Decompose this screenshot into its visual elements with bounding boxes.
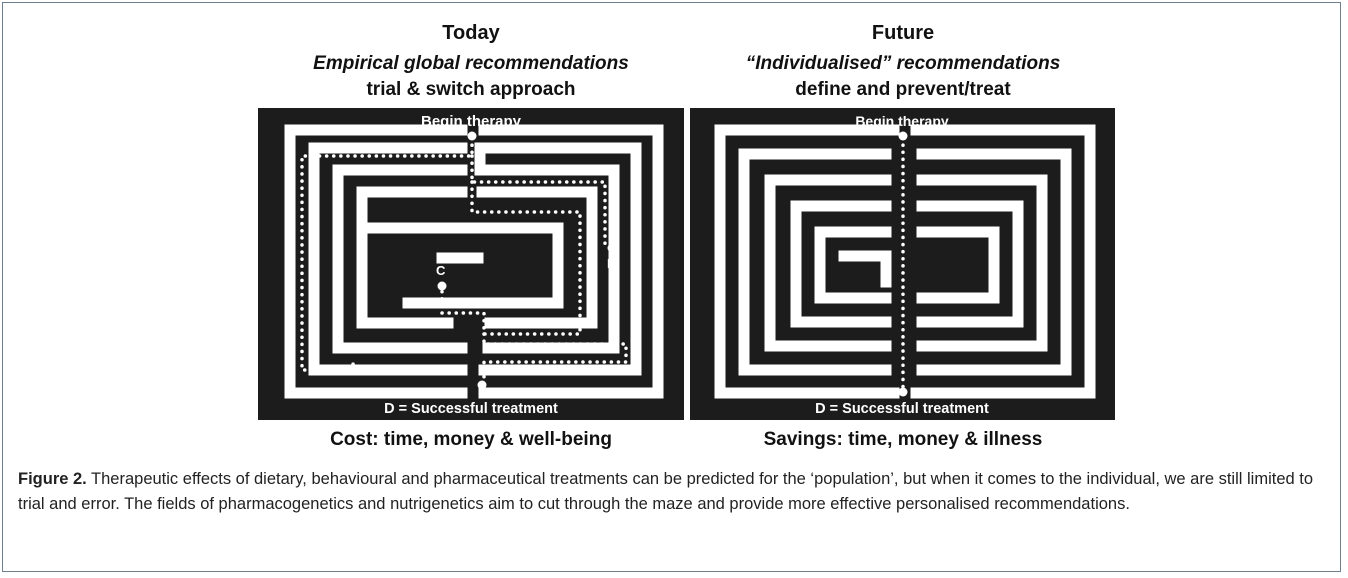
left-top-label: Begin therapy [421,113,522,130]
marker-c-point [437,281,447,291]
left-maze-walls [284,124,664,399]
left-maze: Begin therapy D = Successful treatment A… [258,108,684,420]
right-footer: Savings: time, money & illness [763,429,1043,450]
right-maze-markers [898,131,908,397]
marker-a-point [315,365,325,375]
left-title: Today [442,22,500,44]
end-point [477,380,487,390]
begin-point [467,131,477,141]
marker-c-label: C [436,263,446,278]
marker-b-point [607,243,617,253]
figure-caption: Figure 2. Therapeutic effects of dietary… [18,467,1333,517]
right-maze-walls [714,124,1096,399]
left-maze-markers [315,131,617,390]
right-subtitle-2: define and prevent/treat [795,79,1011,100]
right-top-label: Begin therapy [855,113,949,129]
left-subtitle-2: trial & switch approach [366,79,576,100]
right-title: Future [871,22,935,44]
caption-text: Therapeutic effects of dietary, behaviou… [18,470,1314,513]
right-maze: Begin therapy D = Successful treatment [690,108,1115,420]
left-maze-path [300,136,628,386]
right-bottom-label: D = Successful treatment [815,401,989,417]
right-begin-point [898,131,908,141]
left-subtitle-1: Empirical global recommendations [313,53,629,74]
marker-b-label: B [607,256,616,271]
left-footer: Cost: time, money & well-being [330,429,612,450]
right-subtitle-1: “Individualised” recommendations [745,53,1061,74]
figure-frame [2,2,1341,572]
right-end-point [898,387,908,397]
caption-lead: Figure 2. [18,470,87,488]
marker-a-label: A [348,359,358,375]
left-bottom-label: D = Successful treatment [384,401,558,417]
